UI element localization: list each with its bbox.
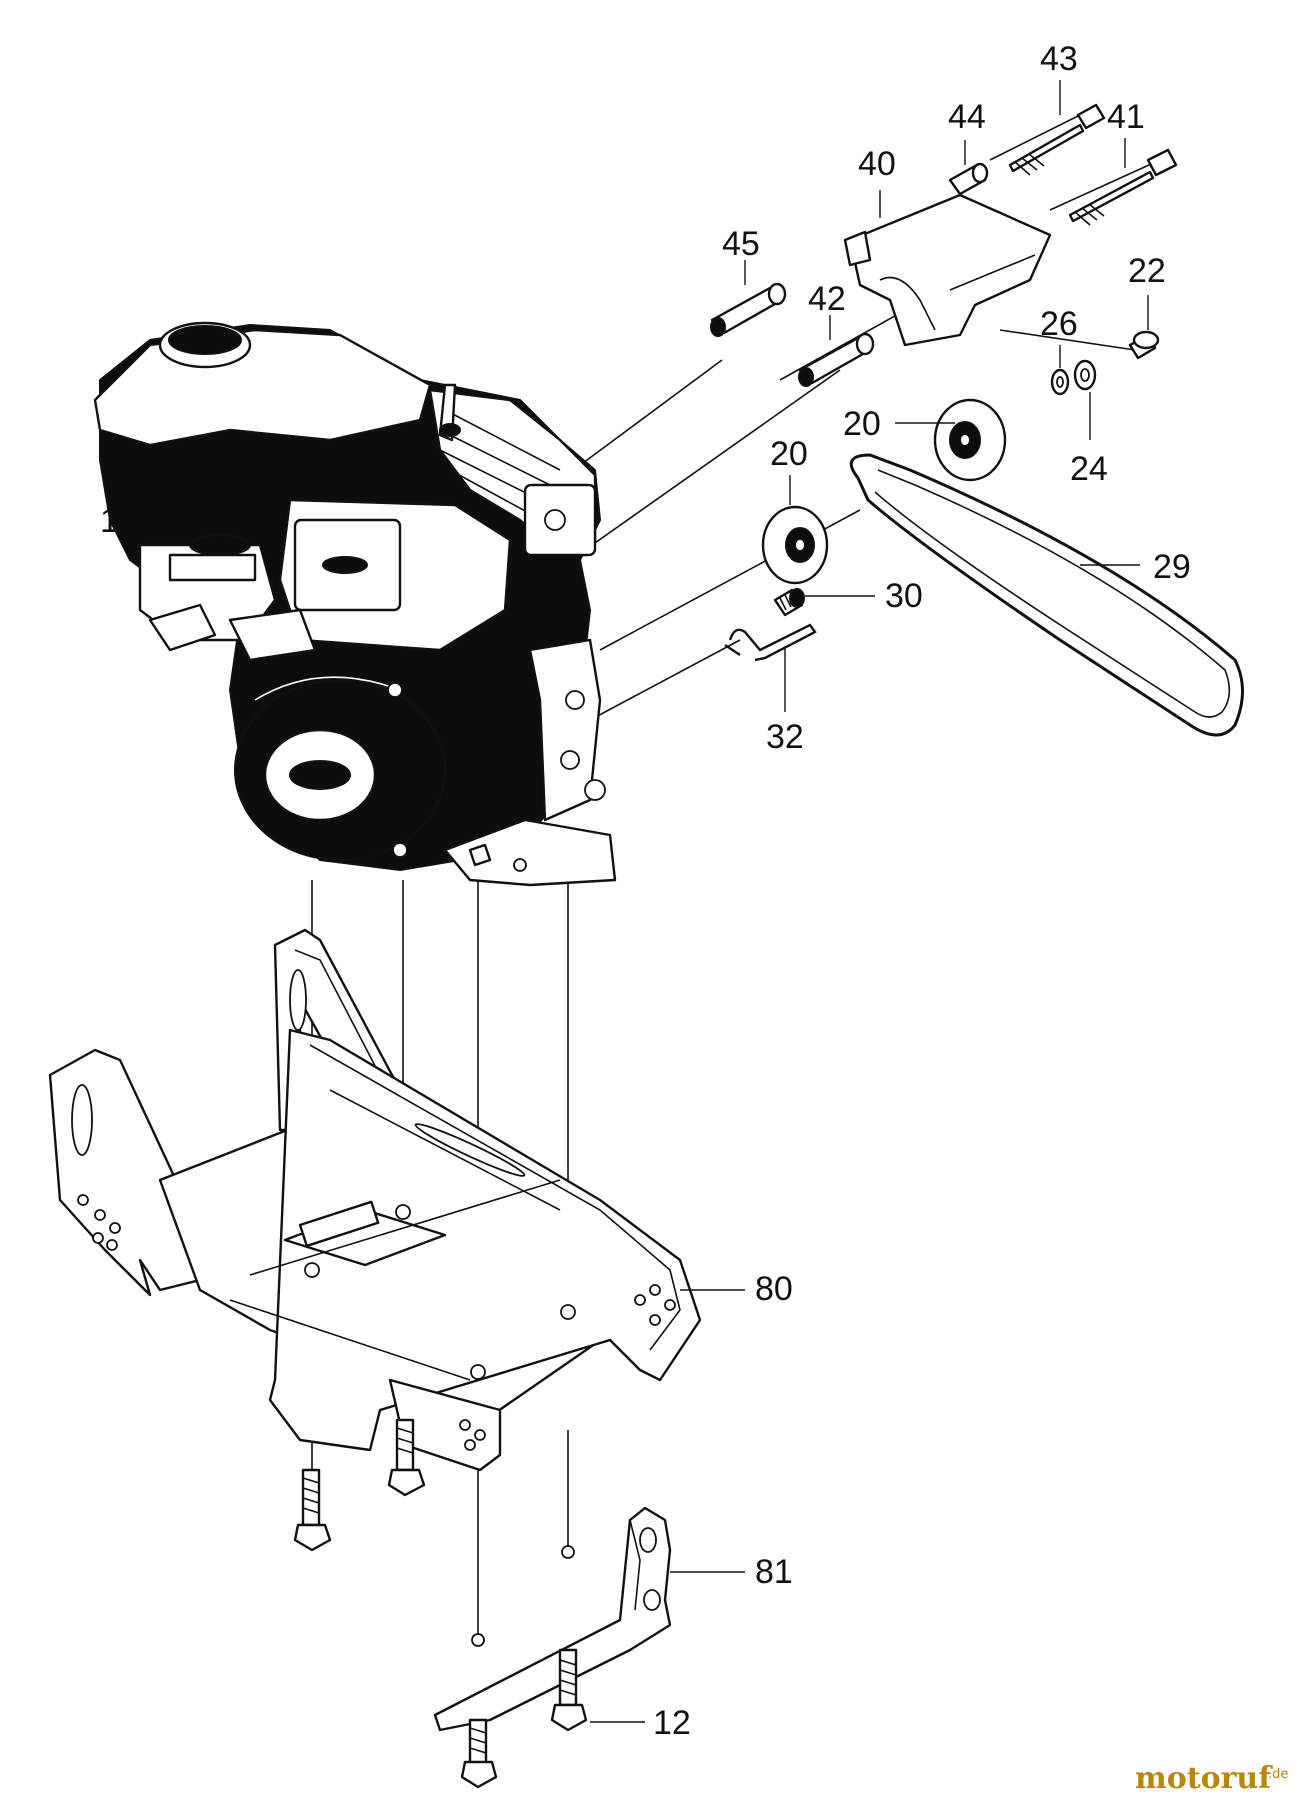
- callout-80: 80: [755, 1270, 793, 1308]
- callout-29: 29: [1153, 548, 1191, 586]
- bolt-43: [1008, 103, 1106, 176]
- callout-40: 40: [858, 145, 896, 183]
- pulley-half-20-upper: [933, 398, 1007, 482]
- screw-30: [773, 588, 805, 617]
- callout-12: 12: [653, 1704, 691, 1742]
- base-plate-80: [48, 928, 702, 1472]
- bracket-81: [433, 1506, 672, 1732]
- bolt-12-d: [460, 1718, 498, 1789]
- callout-26: 26: [1040, 305, 1078, 343]
- callout-41: 41: [1107, 98, 1145, 136]
- spacer-42: [798, 332, 875, 387]
- watermark-suffix: .de: [1268, 1767, 1288, 1782]
- callout-45: 45: [722, 225, 760, 263]
- pin-32: [724, 623, 817, 662]
- callout-22: 22: [1128, 252, 1166, 290]
- bolt-12-b: [387, 1418, 426, 1497]
- watermark-logo: motoruf .de: [1135, 1761, 1288, 1796]
- callout-30: 30: [885, 577, 923, 615]
- callout-1: 1: [100, 502, 119, 540]
- watermark-text: motoruf: [1135, 1761, 1273, 1796]
- bolt-41: [1068, 148, 1178, 226]
- bolt-12-c: [550, 1648, 588, 1732]
- callout-43: 43: [1040, 40, 1078, 78]
- spacer-45: [710, 282, 787, 337]
- callout-20-upper: 20: [843, 405, 881, 443]
- engine-assembly: [93, 321, 617, 887]
- washer-24: [1073, 359, 1097, 391]
- callout-81: 81: [755, 1553, 793, 1591]
- washer-26: [1050, 368, 1070, 396]
- callout-20-lower: 20: [770, 435, 808, 473]
- spacer-44: [948, 162, 989, 196]
- pulley-half-20-lower: [761, 505, 829, 585]
- callout-42: 42: [808, 280, 846, 318]
- v-belt-29: [849, 453, 1244, 737]
- belt-guide-40: [843, 193, 1052, 347]
- bolt-12-a: [293, 1468, 332, 1552]
- callout-32: 32: [766, 718, 804, 756]
- callout-44: 44: [948, 98, 986, 136]
- bolt-22: [1128, 330, 1160, 360]
- callout-24: 24: [1070, 450, 1108, 488]
